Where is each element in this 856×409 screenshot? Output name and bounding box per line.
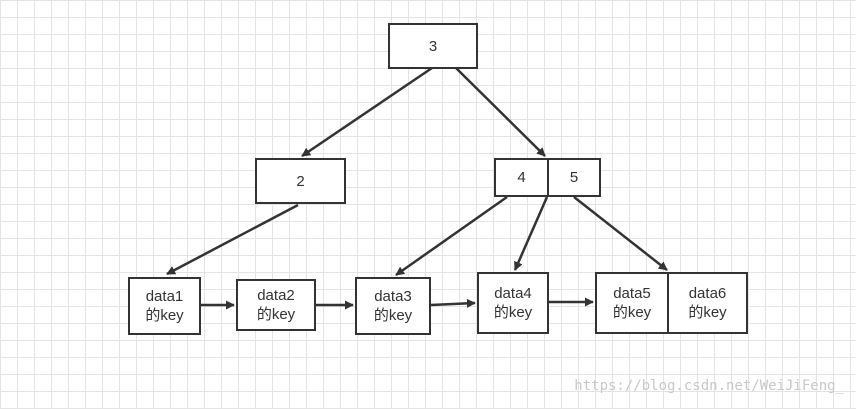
leaf-node-2-label: data2 的key [256, 287, 296, 323]
watermark-text: https://blog.csdn.net/WeiJiFeng_ [574, 378, 844, 394]
leaf-node-5-label: data5 的key [612, 285, 652, 321]
leaf-node-1: data1 的key [128, 277, 201, 335]
internal-node-right-key-b-label: 5 [569, 169, 579, 186]
leaf-node-6: data6 的key [667, 272, 748, 334]
edge-mid_right_split-to-leaf4 [513, 196, 549, 271]
root-node-label: 3 [428, 37, 438, 55]
leaf-node-2: data2 的key [236, 279, 316, 331]
internal-node-right-key-a: 4 [494, 158, 549, 197]
leaf-node-4: data4 的key [477, 272, 549, 334]
edge-root-to-mid_left [301, 66, 433, 158]
leaf-node-4-label: data4 的key [493, 285, 533, 321]
leaf-node-1-label: data1 的key [145, 288, 184, 324]
leaf-node-3-label: data3 的key [373, 288, 413, 324]
edges-group [166, 66, 668, 310]
root-node: 3 [388, 23, 478, 69]
leaf-node-5: data5 的key [595, 272, 669, 334]
leaf-node-6-label: data6 的key [688, 285, 727, 321]
internal-node-right-key-a-label: 4 [517, 169, 526, 186]
internal-node-left: 2 [255, 158, 346, 204]
edge-root-to-mid_right [455, 67, 546, 157]
edge-mid_right_b-to-leaf5 [573, 196, 668, 271]
edge-mid_left-to-leaf1 [166, 203, 299, 276]
edge-leaf3-to-leaf4 [430, 298, 476, 308]
internal-node-right-key-b: 5 [547, 158, 601, 197]
leaf-node-3: data3 的key [355, 277, 431, 335]
edge-mid_right_a-to-leaf3 [395, 195, 508, 277]
internal-node-left-label: 2 [296, 172, 305, 190]
